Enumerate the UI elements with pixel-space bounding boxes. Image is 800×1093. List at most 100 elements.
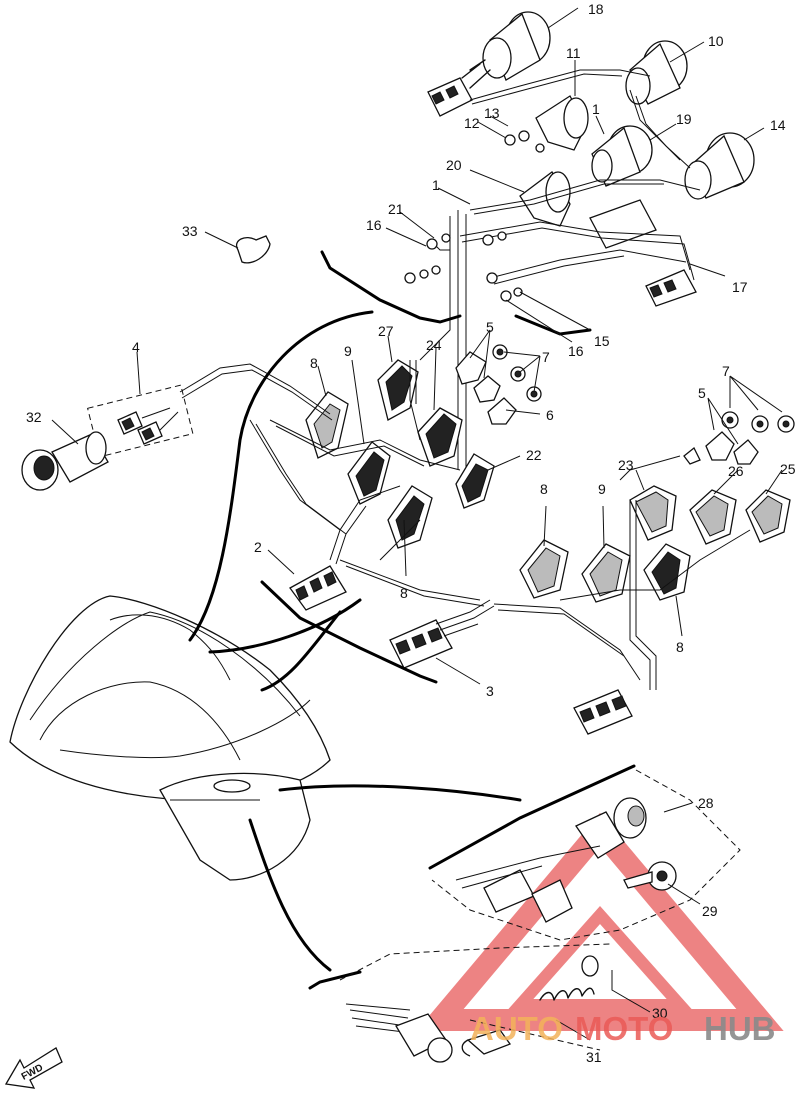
fwd-arrow [4,1047,63,1089]
gauge-14 [684,132,755,200]
callout-14: 14 [770,117,786,133]
callout-29: 29 [702,903,718,919]
key-panel-border [431,769,741,941]
connector-8-right [573,689,633,735]
connector-18 [427,77,473,117]
switch-8-mid [387,485,433,549]
callout-15: 15 [594,333,610,349]
switch-24 [417,407,463,467]
arrows-to-hull [188,310,522,972]
switch-8-upper [305,391,349,459]
callout-8-mid: 8 [400,585,408,601]
callout-8-upper: 8 [310,355,318,371]
coil-30 [539,955,599,1001]
gauge-bezel-20 [519,171,571,227]
key-29 [623,861,677,891]
callout-32: 32 [26,409,42,425]
nuts-washers [404,130,545,302]
callout-8-right-b: 8 [676,639,684,655]
callout-2: 2 [254,539,262,555]
lower-panel-outline [260,580,438,684]
gauge-10 [625,40,688,105]
connector-3 [389,599,495,669]
callout-17: 17 [732,279,748,295]
connector-4 [87,384,194,458]
watermark-moto: MOTO [575,1010,673,1047]
bulb-6 [487,397,517,425]
callout-6: 6 [546,407,554,423]
callout-10: 10 [708,33,724,49]
callout-9-right: 9 [598,481,606,497]
watermark-logo [416,812,784,1031]
console-outline [320,250,462,324]
callout-16-lower: 16 [568,343,584,359]
connector-28 [455,845,601,923]
switch-8-right-a [519,539,569,599]
callout-5-left: 5 [486,319,494,335]
watermark-hub: HUB [704,1010,776,1047]
connector-17 [645,269,697,307]
switch-9-upper [347,441,391,505]
switch-23 [629,485,677,541]
harness-right [493,455,751,690]
callout-16-upper: 16 [366,217,382,233]
lanyard-switch [345,1003,453,1063]
hull-console [9,595,331,881]
callout-23: 23 [618,457,634,473]
callout-26: 26 [728,463,744,479]
switch-27 [377,359,419,421]
indicator-5-left [455,351,501,403]
lanyard-panel-outline [308,970,362,990]
callout-5-right: 5 [698,385,706,401]
callout-28: 28 [698,795,714,811]
fwd-label: FWD [20,1062,45,1082]
switch-8-right-b [643,543,691,601]
callout-13: 13 [484,105,500,121]
lanyard-panel-border [339,943,611,1051]
main-switch-28 [575,797,647,859]
console-outline-right [514,314,592,336]
callout-21: 21 [388,201,404,217]
callout-20: 20 [446,157,462,173]
callout-12: 12 [464,115,480,131]
gauge-center-1 [591,125,653,187]
socket-32 [21,431,109,491]
callout-3: 3 [486,683,494,699]
callout-1-upper: 1 [592,101,600,117]
callout-9-upper: 9 [344,343,352,359]
nuts-7-right [721,411,795,433]
connector-2 [289,565,347,611]
watermark-text: AUTO MOTO HUB [470,1010,776,1047]
callout-30: 30 [652,1005,668,1021]
clamp-33 [235,235,271,264]
callout-22: 22 [526,447,542,463]
key-panel-outline [428,764,636,870]
callout-11: 11 [566,45,581,61]
watermark-auto: AUTO [470,1010,563,1047]
gauge-18 [461,11,551,89]
switch-25 [745,489,791,543]
callout-8-right-a: 8 [540,481,548,497]
harness-left [179,360,485,607]
switch-26 [689,489,737,545]
callout-18: 18 [588,1,604,17]
gauge-harness [419,69,701,480]
callout-1-lower: 1 [432,177,440,193]
callout-24: 24 [426,337,442,353]
callout-33: 33 [182,223,198,239]
indicator-5-right [683,431,759,465]
callout-7-right: 7 [722,363,730,379]
switch-22 [455,453,495,509]
gauge-bezel-11 [535,95,589,151]
callout-19: 19 [676,111,692,127]
callout-labels: 18 10 11 1 19 14 13 12 20 1 21 16 33 17 … [20,1,796,1083]
callout-7-left: 7 [542,349,550,365]
leader-lines [51,7,783,1041]
callout-31: 31 [586,1049,602,1065]
clip-31 [461,1029,512,1057]
callout-25: 25 [780,461,796,477]
callout-4: 4 [132,339,140,355]
switch-9-right [581,543,631,603]
